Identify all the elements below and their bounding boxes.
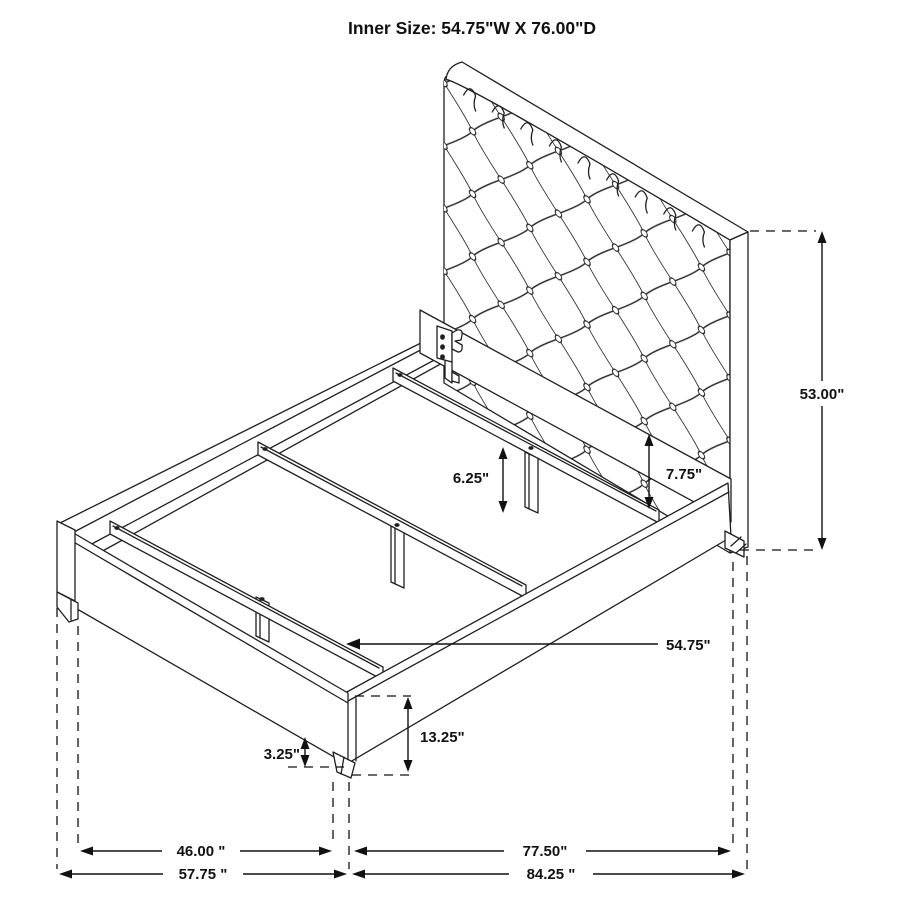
bracket-hook bbox=[451, 329, 463, 353]
dim-label-rail-height: 7.75" bbox=[666, 466, 702, 483]
dim-label-overall-width: 57.75 " bbox=[179, 866, 228, 883]
dim-footboard-height: 13.25" bbox=[403, 697, 465, 772]
slat-middle bbox=[257, 441, 527, 599]
headboard-leg bbox=[724, 530, 747, 558]
foot-left-leg bbox=[56, 520, 79, 623]
dim-overall-depth: 84.25 " bbox=[352, 866, 745, 883]
dim-label-overall-depth: 84.25 " bbox=[527, 866, 576, 883]
dim-rail-height: 7.75" bbox=[644, 434, 702, 509]
dim-label-corner-leg: 3.25" bbox=[264, 746, 300, 763]
dim-label-slat-length: 54.75" bbox=[666, 637, 711, 654]
bracket-plate bbox=[436, 325, 453, 363]
dim-center-leg: 6.25" bbox=[453, 447, 508, 513]
tuft-top-folds bbox=[462, 88, 706, 248]
dim-corner-leg: 3.25" bbox=[264, 737, 310, 767]
headboard-bracket bbox=[436, 325, 463, 384]
headboard-top-edge bbox=[445, 61, 749, 241]
foot-rail bbox=[57, 523, 357, 766]
headboard bbox=[443, 61, 749, 554]
dim-label-headboard-height: 53.00" bbox=[800, 386, 845, 403]
dim-overall-width: 57.75 " bbox=[59, 866, 347, 883]
headboard-side-edge bbox=[729, 231, 749, 554]
dim-depth-between-legs: 77.50" bbox=[354, 843, 731, 860]
dim-label-width-between-legs: 46.00 " bbox=[177, 843, 226, 860]
dim-slat-length: 54.75" bbox=[346, 637, 711, 654]
slat-foot bbox=[109, 520, 384, 681]
dim-width-between-legs: 46.00 " bbox=[80, 843, 332, 860]
tufting-pattern bbox=[444, 75, 730, 554]
dim-label-depth-between-legs: 77.50" bbox=[523, 843, 568, 860]
slat-head bbox=[392, 367, 660, 524]
head-rail bbox=[419, 309, 732, 523]
diagram-title: Inner Size: 54.75"W X 76.00"D bbox=[348, 18, 596, 38]
dim-label-center-leg: 6.25" bbox=[453, 470, 489, 487]
foot-front-leg bbox=[332, 751, 356, 779]
reference-lines bbox=[56, 230, 816, 869]
dim-label-footboard-height: 13.25" bbox=[420, 729, 465, 746]
center-leg bbox=[524, 451, 539, 514]
dim-headboard-height: 53.00" bbox=[800, 231, 845, 550]
center-leg bbox=[390, 525, 405, 589]
